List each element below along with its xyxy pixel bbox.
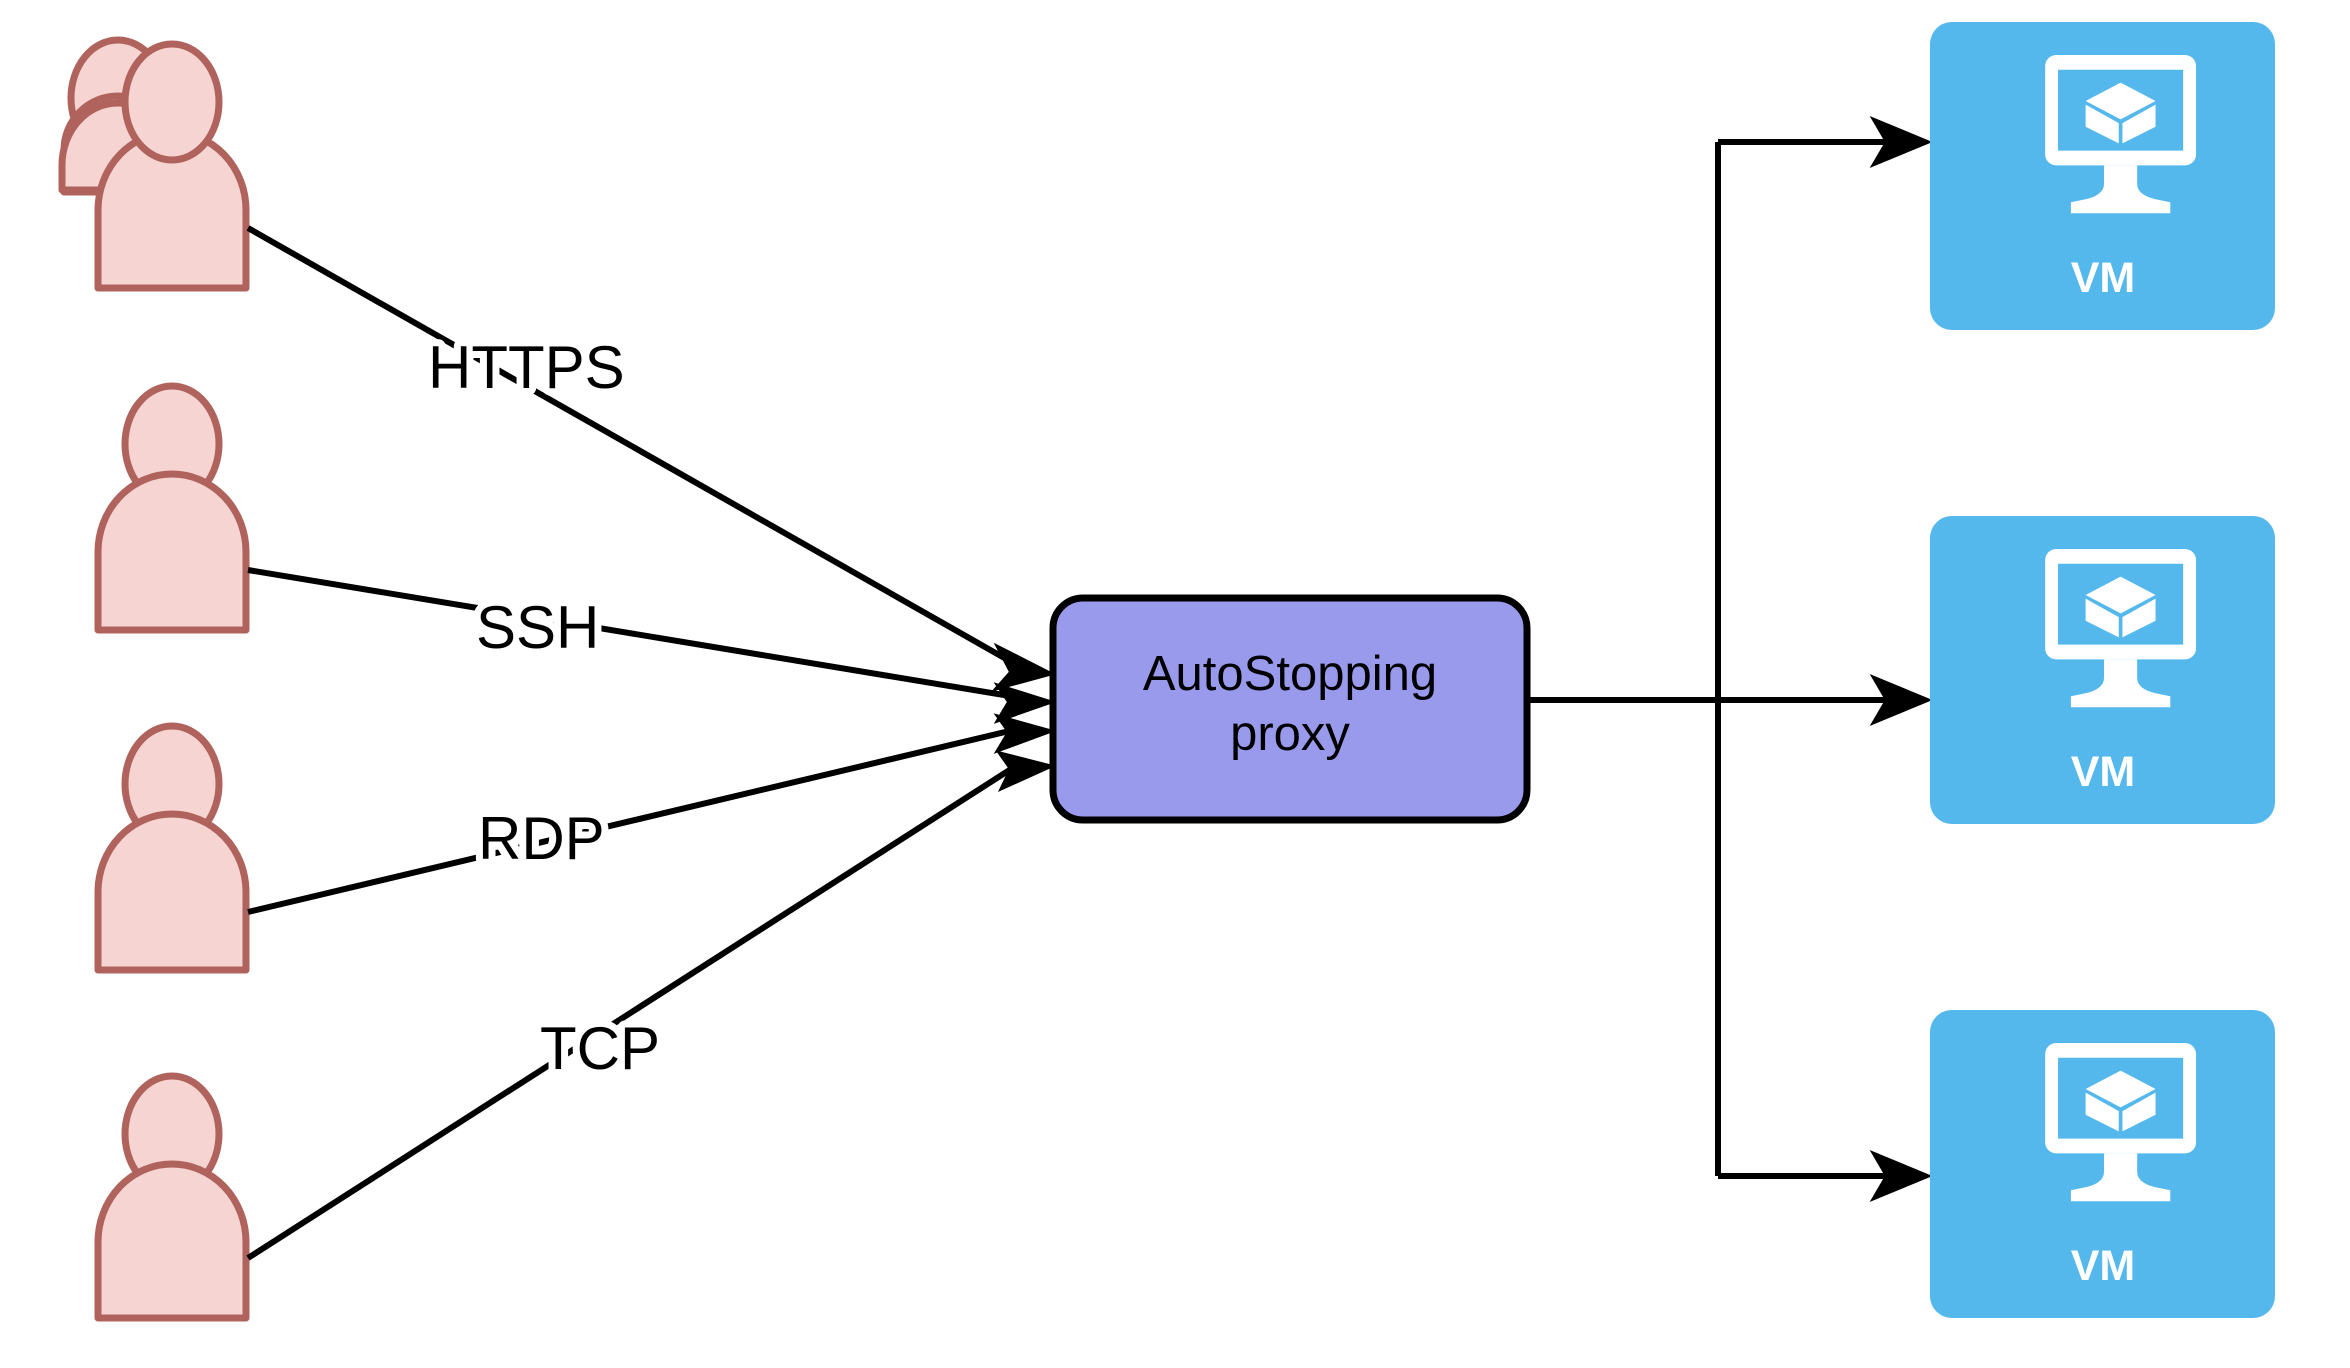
virtual-machine-icon [2045,549,2197,708]
edges-proxy-to-vms [1527,115,1933,1203]
actor-2[interactable] [94,382,250,634]
edge-label-rdp: RDP [478,805,605,872]
vm-1[interactable]: VM [1930,22,2275,330]
edge-label-tcp: TCP [540,1015,660,1082]
arrowhead-vm-2 [1869,673,1933,727]
edge-rdp [247,725,1023,915]
arrowhead-https [991,642,1056,692]
edge-tcp [246,759,1024,1261]
arrowhead-vm-1 [1869,115,1933,169]
arrowhead-vm-3 [1869,1149,1933,1203]
edge-label-https: HTTPS [428,334,625,401]
actor-1-shape[interactable] [94,40,250,292]
vm-3[interactable]: VM [1930,1010,2275,1318]
actor-3[interactable] [94,722,250,974]
edge-ssh [247,567,1023,701]
vm-label: VM [2071,1242,2136,1290]
proxy-box-rect [1049,594,1531,824]
vm-2[interactable]: VM [1930,516,2275,824]
proxy-label-line1: AutoStopping [1143,647,1437,701]
virtual-machine-icon [2045,1043,2197,1202]
edge-label-ssh: SSH [476,594,599,661]
edge-https [246,225,1024,671]
vm-label: VM [2071,748,2136,796]
virtual-machine-icon [2045,55,2197,214]
proxy-label-line2: proxy [1230,707,1350,761]
arrowhead-ssh [993,682,1057,724]
arrowhead-tcp [995,750,1057,793]
user-icon-head [121,40,223,164]
edge-labels: HTTPS SSH RDP TCP [421,327,667,1089]
actor-4[interactable] [94,1072,250,1322]
arrowhead-rdp [993,713,1057,754]
autostopping-proxy-node[interactable]: AutoStopping proxy [1049,594,1531,824]
edges-actors-to-proxy [246,225,1057,1261]
user-icon-body [94,1160,250,1322]
user-icon-body [94,470,250,634]
vm-label: VM [2071,254,2136,302]
user-icon-body [94,810,250,974]
